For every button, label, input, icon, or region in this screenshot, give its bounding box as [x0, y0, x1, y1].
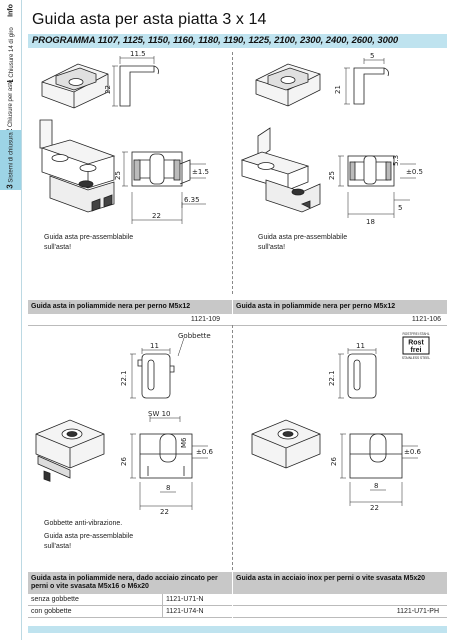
table2-left-header: Guida asta in poliammide nera, dado acci…: [28, 572, 232, 594]
dim-br-width: 11: [356, 342, 365, 350]
logo-bottom-text: STAINLESS STEEL: [402, 356, 431, 360]
table2-right-row: 1121-U71-PH: [233, 606, 447, 618]
dim-top-left-height: 22: [104, 85, 112, 94]
dim-tr-top: 5: [370, 52, 374, 60]
dim-bl-front-height: 26: [120, 457, 128, 466]
footer-bar: [28, 626, 447, 633]
dim-bl-height: 22.1: [120, 370, 128, 386]
gobbette-callout: Gobbette: [178, 332, 211, 340]
dim-bl-slot: 8: [166, 484, 170, 492]
article-code: 1121-109: [190, 316, 220, 323]
dim-br-front-width: 22: [370, 504, 379, 512]
dim-bl-front-width: 22: [160, 508, 169, 516]
top-right-caption: Guida asta pre-assemblabile sull'asta!: [258, 234, 348, 251]
dim-tr-tolerance: ±0.5: [406, 168, 423, 176]
tab-3-number: 3: [5, 183, 15, 189]
table1-right-header: Guida asta in poliammide nera per perno …: [233, 300, 447, 314]
top-right-drawing: 5 21 25 5.3 ±0.5 18 5: [240, 52, 423, 226]
logo-top-text: ROSTFREI STAHL: [402, 332, 429, 336]
bottom-left-caption-2: Guida asta pre-assemblabile sull'asta!: [44, 533, 134, 550]
article-code: 1121-U74-N: [166, 608, 204, 615]
article-code: 1121-U71-N: [166, 596, 204, 603]
sidebar-tab-2[interactable]: [0, 82, 22, 130]
dim-tr-width: 18: [366, 218, 375, 226]
table-row: con gobbette 1121-U74-N: [28, 606, 232, 618]
bottom-right-drawing: 11 22.1 26 ±0.6 8 22: [251, 342, 422, 512]
sidebar-info-tab[interactable]: Info: [0, 0, 22, 28]
column-divider-bottom: [232, 325, 233, 570]
dim-tr-offset: 5: [398, 204, 402, 212]
dim-tolerance: ±1.5: [192, 168, 209, 176]
bottom-left-drawing: Gobbette 11 22.1 SW 10 M6 26 ±0.6 8 22: [35, 332, 214, 516]
table1-left-header: Guida asta in poliammide nera per perno …: [28, 300, 232, 314]
table-row: senza gobbette 1121-U71-N: [28, 594, 232, 606]
dim-br-front-height: 26: [330, 457, 338, 466]
sidebar-empty: [0, 190, 22, 640]
column-separator: [162, 606, 163, 617]
table1-right-row: 1121-106: [233, 314, 447, 326]
dim-tr-height: 21: [334, 85, 342, 94]
row-label: senza gobbette: [31, 596, 79, 603]
dim-bl-width: 11: [150, 342, 159, 350]
tab-3-label: Sistemi di chiusura: [8, 131, 15, 183]
column-separator: [162, 594, 163, 605]
dim-br-slot: 8: [374, 482, 378, 490]
dim-br-height: 22.1: [328, 370, 336, 386]
row-label: con gobbette: [31, 608, 72, 615]
dim-front-width: 22: [152, 212, 161, 220]
sidebar-tab-1[interactable]: [0, 28, 22, 82]
dim-bl-wrench: SW 10: [148, 410, 171, 418]
program-list: PROGRAMMA 1107, 1125, 1150, 1160, 1180, …: [32, 35, 399, 46]
article-code: 1121-106: [411, 316, 441, 323]
dim-tr-front-height: 25: [328, 171, 336, 180]
dim-br-tolerance: ±0.6: [404, 448, 422, 456]
rostfrei-logo: ROSTFREI STAHL Rost frei STAINLESS STEEL: [402, 332, 431, 360]
dim-tr-side: 5.3: [392, 155, 400, 166]
sidebar-tab-2-text: 2 Chiusure per aste: [0, 79, 22, 132]
column-divider-top: [232, 52, 233, 294]
dim-bl-thread: M6: [180, 437, 188, 448]
dim-front-height: 25: [114, 171, 122, 180]
info-label: Info: [7, 4, 15, 17]
tab-2-label: Chiusure per aste: [8, 79, 15, 127]
dim-top-left-width: 11.5: [130, 50, 146, 58]
table1-left-row: 1121-109: [28, 314, 232, 326]
dim-bl-tolerance: ±0.6: [196, 448, 214, 456]
sidebar-tab-3-active[interactable]: [0, 130, 22, 190]
dim-offset: 6.35: [184, 196, 200, 204]
program-bar: PROGRAMMA 1107, 1125, 1150, 1160, 1180, …: [28, 34, 447, 48]
logo-frei: frei: [411, 347, 422, 354]
article-code: 1121-U71-PH: [396, 608, 439, 615]
table2-right-row-empty: [233, 594, 447, 606]
tab-1-label: Chiusure 14 di giro: [8, 26, 15, 78]
logo-rost: Rost: [408, 340, 424, 347]
table2-right-header: Guida asta in acciaio inox per perni o v…: [233, 572, 447, 594]
bottom-left-caption-1: Gobbette anti-vibrazione.: [44, 520, 123, 527]
page-title: Guida asta per asta piatta 3 x 14: [32, 11, 267, 28]
sidebar-tab-1-text: 1 Chiusure 14 di giro: [0, 26, 22, 84]
sidebar-tab-3-text: 3 Sistemi di chiusura: [0, 130, 22, 190]
top-left-caption: Guida asta pre-assemblabile sull'asta!: [44, 234, 134, 251]
top-left-drawing: 11.5 22 25 ±1.5 22 6.35: [39, 50, 209, 224]
